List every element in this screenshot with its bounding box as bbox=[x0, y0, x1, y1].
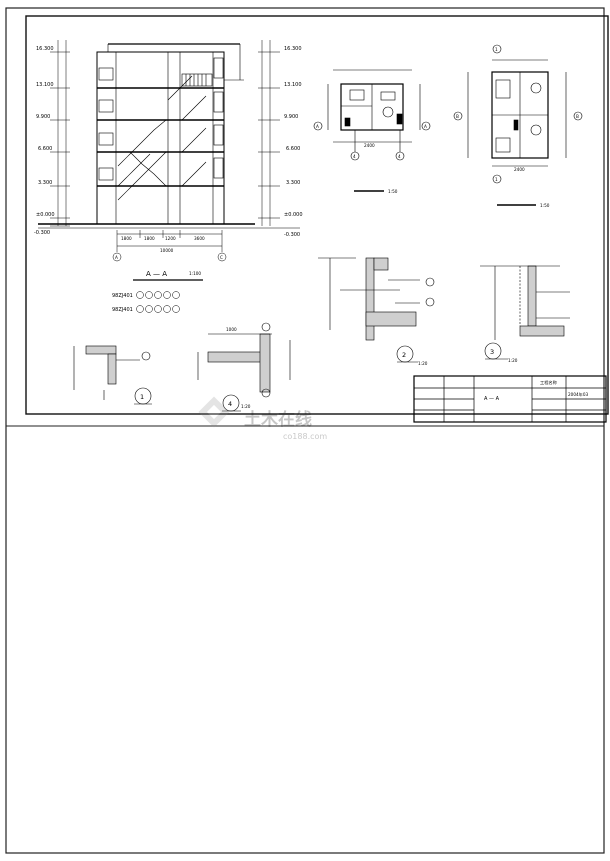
span-total: 10000 bbox=[160, 248, 174, 253]
axis-bubble-label: 1 bbox=[495, 177, 498, 182]
elevation-label-left: 16.300 bbox=[36, 46, 54, 52]
span-dim: 1800 bbox=[144, 236, 155, 241]
detail-scale: 1:20 bbox=[241, 404, 251, 409]
left-dimension-column bbox=[50, 40, 70, 227]
elevation-label-left: -0.300 bbox=[34, 230, 50, 236]
watermark: 土木在线 co188.com bbox=[198, 396, 327, 441]
title-block-drawing-name: A — A bbox=[484, 396, 500, 402]
section-title: A — A bbox=[146, 270, 167, 278]
span-dim: 1800 bbox=[121, 236, 132, 241]
detail-scale: 1:20 bbox=[508, 358, 518, 363]
detail-3 bbox=[480, 265, 570, 360]
detail-number: 3 bbox=[490, 348, 494, 356]
detail-number: 2 bbox=[402, 351, 406, 359]
bottom-dimensions bbox=[112, 230, 227, 262]
axis-bubble-label: 4 bbox=[353, 154, 356, 159]
elevation-label-right: 3.300 bbox=[286, 180, 300, 186]
section-a-a bbox=[38, 43, 300, 229]
plan-dimension: 2400 bbox=[364, 143, 375, 148]
sheet-border bbox=[5, 7, 605, 854]
elevation-label-left: 13.100 bbox=[36, 82, 54, 88]
right-dimension-column bbox=[258, 40, 280, 226]
span-dim: 3600 bbox=[194, 236, 205, 241]
toilet-plan-1 bbox=[313, 69, 431, 161]
plan-scale: 1:50 bbox=[388, 189, 398, 194]
elevation-label-right: 9.900 bbox=[284, 114, 298, 120]
axis-bubble-label: A bbox=[424, 124, 427, 129]
title-block bbox=[413, 375, 607, 423]
elevation-label-right: -0.300 bbox=[284, 232, 300, 238]
detail-2 bbox=[318, 257, 435, 363]
toilet-plan-2 bbox=[453, 44, 583, 184]
title-block-label: 工程名称 bbox=[540, 379, 557, 386]
reference-code: 98ZJ401 bbox=[112, 293, 133, 299]
elevation-label-right: 6.600 bbox=[286, 146, 300, 152]
span-dim: 1200 bbox=[165, 236, 176, 241]
detail-number: 1 bbox=[140, 393, 144, 401]
detail-4 bbox=[197, 322, 291, 412]
axis-bubble-label: 1 bbox=[495, 47, 498, 52]
plan-dimension: 2400 bbox=[514, 167, 525, 172]
right-elevation-labels: 16.300 13.100 9.900 6.600 3.300 ±0.000 -… bbox=[284, 46, 303, 238]
elevation-label-left: 6.600 bbox=[38, 146, 52, 152]
elevation-label-left: ±0.000 bbox=[36, 212, 55, 218]
reference-bubbles bbox=[136, 291, 180, 313]
axis-bubble-label: 4 bbox=[398, 154, 401, 159]
axis-bubble-label: B bbox=[456, 114, 459, 119]
axis-bubble-label: A bbox=[115, 255, 118, 260]
section-scale: 1:100 bbox=[189, 271, 201, 276]
left-elevation-labels: 16.300 13.100 9.900 6.600 3.300 ±0.000 -… bbox=[34, 46, 55, 236]
axis-bubble-label: B bbox=[576, 114, 579, 119]
plan-scale: 1:50 bbox=[540, 203, 550, 208]
detail-1 bbox=[73, 345, 152, 405]
elevation-label-right: 16.300 bbox=[284, 46, 302, 52]
elevation-label-right: 13.100 bbox=[284, 82, 302, 88]
title-block-drawing-no: 2004年03 bbox=[568, 391, 589, 398]
detail-number: 4 bbox=[228, 400, 232, 408]
drawing-frame bbox=[25, 15, 609, 415]
axis-bubble-label: C bbox=[220, 255, 223, 260]
detail-dimension: 1000 bbox=[226, 327, 237, 332]
elevation-label-right: ±0.000 bbox=[284, 212, 303, 218]
axis-bubble-label: A bbox=[316, 124, 319, 129]
detail-scale: 1:20 bbox=[418, 361, 428, 366]
elevation-label-left: 3.300 bbox=[38, 180, 52, 186]
reference-code: 98ZJ401 bbox=[112, 307, 133, 313]
watermark-brand: 土木在线 bbox=[244, 409, 312, 430]
watermark-logo-icon bbox=[198, 396, 230, 428]
elevation-label-left: 9.900 bbox=[36, 114, 50, 120]
watermark-site: co188.com bbox=[283, 432, 327, 441]
